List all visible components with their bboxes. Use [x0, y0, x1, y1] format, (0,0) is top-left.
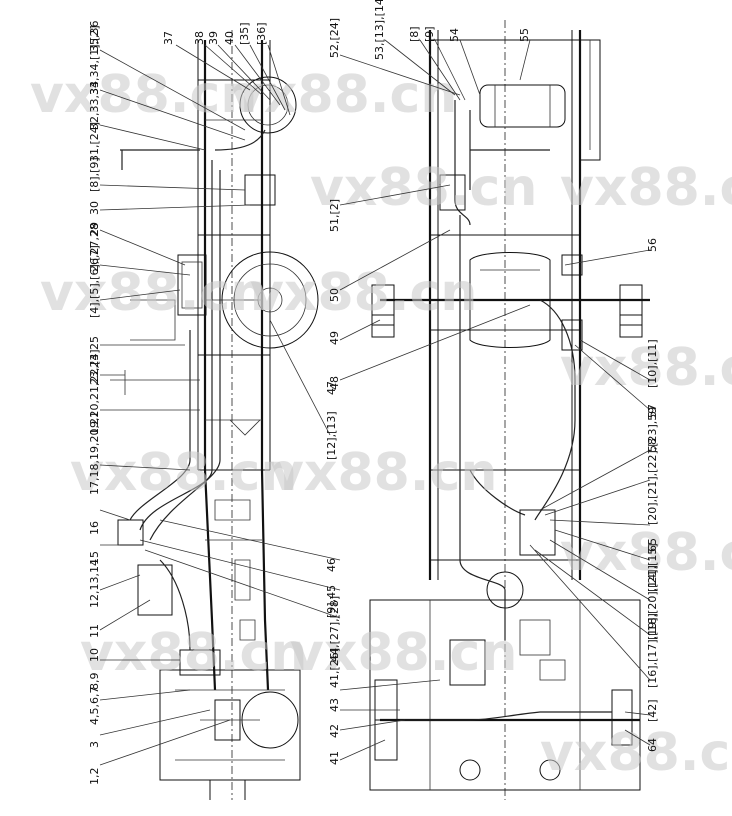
callout-label: 44: [328, 648, 341, 662]
callout-label: 4,5,6,7: [88, 687, 101, 725]
callout-label: 65: [646, 538, 659, 552]
callout-label: 15: [88, 551, 101, 565]
watermark-text: vx88.cn: [30, 65, 257, 125]
callout-label: 1,2: [88, 768, 101, 786]
callout-label: 64: [646, 738, 659, 752]
callout-label: 56: [646, 238, 659, 252]
callout-label: [16],[17],[18]: [646, 613, 659, 688]
callout-label: 26,27,28: [88, 223, 101, 272]
watermark-text: vx88.cn: [560, 158, 732, 218]
callout-label: 47: [325, 381, 338, 395]
right-callouts: 52,[24] 53,[13],[14] [8] [9] 54 55 51,[2…: [328, 0, 659, 765]
callout-label: 32,33,34: [88, 81, 101, 130]
watermark-layer: vx88.cn vx88.cn vx88.cn vx88.cn vx88.cn …: [30, 65, 732, 783]
callout-label: 51,[2]: [328, 199, 341, 232]
callout-label: 55: [518, 28, 531, 42]
callout-label: [42]: [646, 699, 659, 722]
callout-label: 38: [193, 31, 206, 45]
callout-label: 35,36: [88, 21, 101, 53]
callout-label: 42: [328, 724, 341, 738]
left-chassis-frame: [110, 30, 319, 800]
leader-lines: [99, 39, 651, 766]
callout-label: [19],[20],[21]: [646, 565, 659, 640]
callout-label: 46: [325, 558, 338, 572]
callout-label: 41,[26],[27],[28]: [328, 596, 341, 688]
watermark-text: vx88.cn: [560, 523, 732, 583]
watermark-text: vx88.cn: [70, 443, 297, 503]
callout-label: [12],[13]: [325, 411, 338, 460]
callout-label: [8]: [408, 26, 421, 42]
callout-label: [8],[9]: [88, 157, 101, 192]
callout-label: 10: [88, 648, 101, 662]
callout-label: [36]: [255, 22, 268, 45]
callout-label: 52,[24]: [328, 18, 341, 58]
callout-label: [4],[5],[6],[7]: [88, 245, 101, 318]
callout-label: 11: [88, 624, 101, 638]
callout-label: 37: [162, 31, 175, 45]
callout-label: [9],45: [325, 585, 338, 618]
watermark-text: vx88.cn: [310, 158, 537, 218]
callout-label: [10],[11]: [646, 339, 659, 388]
callout-label: 58: [646, 438, 659, 452]
callout-label: 16: [88, 521, 101, 535]
callout-label: 29: [88, 222, 101, 236]
watermark-text: vx88.cn: [250, 263, 477, 323]
callout-label: 41: [328, 751, 341, 765]
callout-label: [9]: [423, 26, 436, 42]
watermark-text: vx88.cn: [230, 65, 457, 125]
callout-label: 8,9: [88, 673, 101, 691]
callout-label: 31,[24]: [88, 122, 101, 162]
left-callouts: 37 38 39 40 [35] [36] 35,36 33,34,[1],[2…: [88, 21, 338, 786]
callout-label: 54: [448, 28, 461, 42]
right-chassis-frame: [369, 20, 650, 800]
watermark-text: vx88.cn: [290, 623, 517, 683]
callout-label: 19,20,21,22,[3]: [88, 349, 101, 435]
callout-label: 50: [328, 288, 341, 302]
callout-label: 33,34,[1],[2]: [88, 25, 101, 95]
callout-label: 25: [88, 336, 101, 350]
callout-label: 39: [207, 31, 220, 45]
callout-label: 57: [646, 404, 659, 418]
callout-label: 12,13,14: [88, 559, 101, 608]
watermark-text: vx88.cn: [540, 723, 732, 783]
watermark-text: vx88.cn: [80, 623, 307, 683]
callout-label: 53,[13],[14]: [373, 0, 386, 60]
callout-label: [35]: [238, 22, 251, 45]
callout-label: 43: [328, 698, 341, 712]
callout-label: 30: [88, 201, 101, 215]
callout-label: 49: [328, 331, 341, 345]
callout-label: 23,24: [88, 354, 101, 386]
watermark-text: vx88.cn: [560, 338, 732, 398]
callout-label: [20],[21],[22],[23],59: [646, 407, 659, 525]
watermark-text: vx88.cn: [270, 443, 497, 503]
callout-label: 40: [223, 31, 236, 45]
callout-label: 3: [88, 741, 101, 748]
callout-label: 17,18,19,20,21: [88, 411, 101, 495]
callout-label: [14],[15]: [646, 543, 659, 592]
callout-label: 48: [328, 376, 341, 390]
